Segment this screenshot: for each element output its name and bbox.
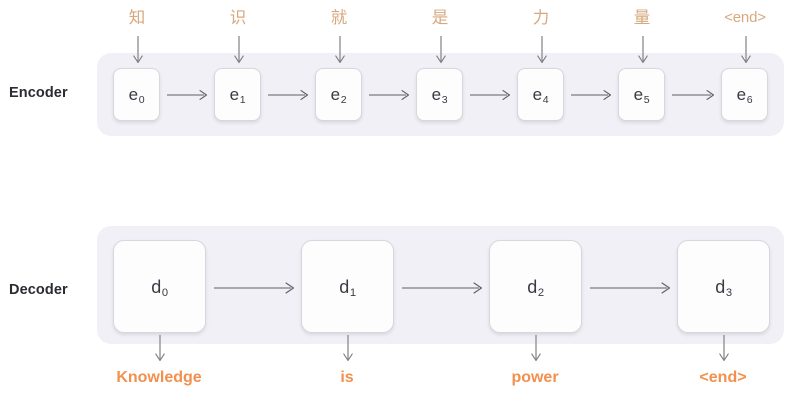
encoder-cell-e2[interactable]: e2 (315, 68, 362, 121)
encoder-cell-e2-label: e2 (330, 85, 347, 107)
decoder-cell-d1-label: d1 (339, 276, 357, 300)
decoder-row-label: Decoder (9, 282, 68, 298)
encoder-cell-e1[interactable]: e1 (214, 68, 261, 121)
encoder-input-token-4: 力 (532, 9, 550, 27)
encoder-cell-e3[interactable]: e3 (416, 68, 463, 121)
encoder-cell-e0-label: e0 (128, 85, 145, 107)
decoder-cell-d3-label: d3 (715, 276, 733, 300)
encoder-cell-e6[interactable]: e6 (721, 68, 768, 121)
decoder-cell-d0[interactable]: d0 (113, 240, 206, 333)
encoder-cell-e5-label: e5 (633, 85, 650, 107)
decoder-cell-d1[interactable]: d1 (301, 240, 394, 333)
decoder-cell-d0-label: d0 (151, 276, 169, 300)
decoder-cell-d3[interactable]: d3 (677, 240, 770, 333)
encoder-cell-e4-label: e4 (532, 85, 549, 107)
encoder-cell-e5[interactable]: e5 (618, 68, 665, 121)
encoder-input-token-3: 是 (431, 9, 449, 27)
encoder-cell-e1-label: e1 (229, 85, 246, 107)
encoder-input-token-1: 识 (229, 9, 247, 27)
decoder-cell-d2[interactable]: d2 (489, 240, 582, 333)
encoder-input-token-2: 就 (330, 9, 348, 27)
decoder-output-token-1: is (340, 369, 354, 386)
encoder-input-token-0: 知 (128, 9, 146, 27)
encoder-input-token-5: 量 (633, 9, 651, 27)
decoder-output-token-0: Knowledge (116, 369, 202, 386)
decoder-output-token-3: <end> (699, 369, 747, 386)
encoder-cell-e6-label: e6 (736, 85, 753, 107)
encoder-cell-e0[interactable]: e0 (113, 68, 160, 121)
encoder-cell-e3-label: e3 (431, 85, 448, 107)
encoder-row-label: Encoder (9, 85, 68, 101)
decoder-cell-d2-label: d2 (527, 276, 545, 300)
encoder-cell-e4[interactable]: e4 (517, 68, 564, 121)
decoder-output-token-2: power (511, 369, 559, 386)
encoder-input-token-6: <end> (724, 9, 766, 26)
